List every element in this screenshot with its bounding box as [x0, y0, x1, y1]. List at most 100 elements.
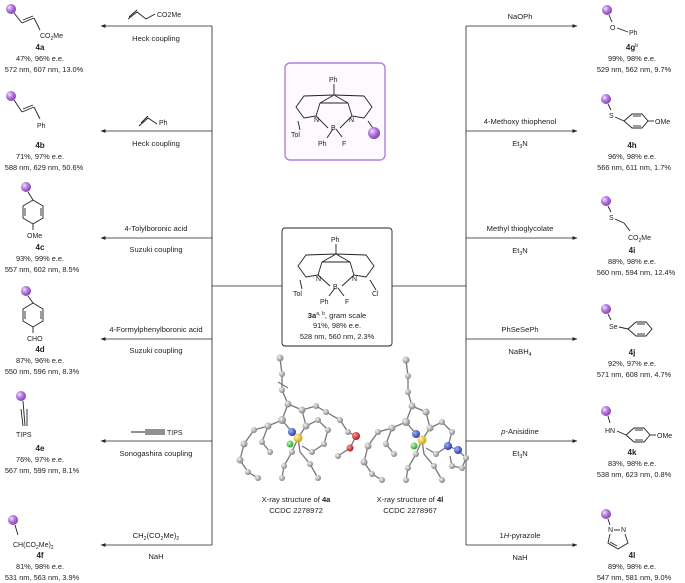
center-b-label: B [333, 284, 338, 291]
svg-text:S: S [609, 113, 614, 120]
compound-4a-yield: 47%, 96% e.e. [16, 54, 64, 63]
compound-4e-photo: 567 nm, 599 nm, 8.1% [5, 466, 80, 475]
core-ph2-label: Ph [318, 141, 327, 148]
compound-4l-photo: 547 nm, 581 nm, 9.0% [597, 573, 672, 582]
center-compound-label: 3aa, b, gram scale [308, 311, 366, 320]
product-4k-structure: HN OMe [601, 406, 672, 443]
product-4j-structure: Se [601, 304, 653, 337]
xray-4l-ccdc: CCDC 2278967 [383, 506, 437, 515]
core-f-label: F [342, 141, 346, 148]
compound-4f-photo: 531 nm, 563 nm, 3.9% [5, 573, 80, 582]
compound-4c-yield: 93%, 99% e.e. [16, 254, 64, 263]
r-group-ball-icon [8, 515, 18, 525]
right-condition-2: Et3N [512, 139, 528, 150]
right-reagent-1: NaOPh [508, 12, 533, 21]
center-n1-label: N [316, 276, 321, 283]
right-condition-5: Et3N [512, 449, 528, 460]
compound-4f-yield: 81%, 98% e.e. [16, 562, 64, 571]
svg-text:CO2Me: CO2Me [628, 235, 651, 244]
compound-4h-photo: 566 nm, 611 nm, 1.7% [597, 163, 671, 172]
compound-4i-label: 4i [629, 246, 636, 255]
compound-4k-photo: 538 nm, 623 nm, 0.8% [597, 470, 672, 479]
left-reagent-5: TIPS [167, 430, 183, 437]
svg-text:N: N [621, 527, 626, 534]
right-reagent-2: 4-Methoxy thiophenol [484, 117, 557, 126]
compound-4l-label: 4l [629, 551, 636, 560]
compound-4l-yield: 89%, 98% e.e. [608, 562, 656, 571]
xray-4a-caption: X-ray structure of 4a [262, 495, 332, 504]
svg-text:S: S [609, 215, 614, 222]
product-4h-structure: S OMe [601, 94, 670, 129]
right-products: O Ph 4gb 99%, 98% e.e. 529 nm, 562 nm, 9… [597, 5, 676, 582]
compound-4j-label: 4j [629, 348, 636, 357]
reactive-site-ball-icon [368, 127, 380, 139]
r-group-ball-icon [16, 391, 26, 401]
r-group-ball-icon [601, 509, 611, 519]
right-reagent-3: Methyl thioglycolate [487, 224, 554, 233]
compound-4h-label: 4h [627, 141, 636, 150]
left-reagent-6: CH2(CO2Me)2 [133, 531, 180, 542]
core-n1-label: N [314, 117, 319, 124]
product-4a-structure: CO2Me [6, 4, 63, 42]
styrene-reagent: Ph [138, 115, 168, 127]
compound-4d-label: 4d [35, 345, 44, 354]
left-condition-3: Suzuki coupling [129, 245, 182, 254]
svg-text:Ph: Ph [159, 120, 168, 127]
right-reagent-5: p-Anisidine [500, 427, 539, 436]
compound-4j-photo: 571 nm, 608 nm, 4.7% [597, 370, 672, 379]
product-4e-structure: TIPS [16, 391, 32, 439]
right-reaction-labels: NaOPh 4-Methoxy thiophenol Et3N Methyl t… [484, 12, 557, 562]
left-products: CO2Me 4a 47%, 96% e.e. 572 nm, 607 nm, 1… [5, 4, 84, 582]
center-yield: 91%, 98% e.e. [313, 321, 361, 330]
left-condition-1: Heck coupling [132, 34, 180, 43]
product-4g-structure: O Ph [602, 5, 638, 37]
compound-4g-label: 4gb [626, 43, 638, 52]
core-scaffold-box: Ph Tol N N B Ph F [284, 62, 386, 161]
svg-text:OMe: OMe [27, 233, 42, 240]
svg-text:CHO: CHO [27, 336, 43, 343]
left-reagent-3: 4-Tolylboronic acid [125, 224, 188, 233]
r-group-ball-icon [601, 406, 611, 416]
left-reagent-4: 4-Formylphenylboronic acid [109, 325, 202, 334]
product-4c-structure: OMe [21, 182, 44, 240]
compound-4k-yield: 83%, 98% e.e. [608, 459, 656, 468]
svg-text:O: O [610, 25, 616, 32]
core-tol-label: Tol [291, 132, 300, 139]
compound-4b-label: 4b [35, 141, 44, 150]
r-group-ball-icon [601, 304, 611, 314]
compound-4f-label: 4f [36, 551, 43, 560]
compound-4e-label: 4e [36, 444, 45, 453]
compound-4h-yield: 96%, 98% e.e. [608, 152, 656, 161]
compound-4c-photo: 557 nm, 602 nm, 8.5% [5, 265, 80, 274]
compound-4a-photo: 572 nm, 607 nm, 13.0% [5, 65, 84, 74]
center-tol-label: Tol [293, 291, 302, 298]
compound-4i-photo: 560 nm, 594 nm, 12.4% [597, 268, 676, 277]
compound-4g-photo: 529 nm, 562 nm, 9.7% [597, 65, 672, 74]
svg-text:N: N [608, 527, 613, 534]
compound-4j-yield: 92%, 97% e.e. [608, 359, 656, 368]
center-cl-label: Cl [372, 291, 379, 298]
svg-text:CO2Me: CO2Me [157, 12, 181, 19]
center-ph-label: Ph [331, 237, 340, 244]
left-condition-6: NaH [148, 552, 163, 561]
left-condition-5: Sonogashira coupling [119, 449, 192, 458]
compound-4b-photo: 588 nm, 629 nm, 50.6% [5, 163, 84, 172]
center-n2-label: N [352, 276, 357, 283]
right-condition-4: NaBH4 [508, 347, 531, 358]
core-n2-label: N [349, 117, 354, 124]
svg-text:OMe: OMe [655, 119, 670, 126]
left-condition-2: Heck coupling [132, 139, 180, 148]
compound-4b-yield: 71%, 97% e.e. [16, 152, 64, 161]
r-group-ball-icon [6, 91, 16, 101]
scheme-connectors [100, 24, 578, 547]
tips-acetylene-reagent: TIPS [131, 429, 183, 437]
core-ph-label: Ph [329, 77, 338, 84]
r-group-ball-icon [601, 196, 611, 206]
r-group-ball-icon [601, 94, 611, 104]
xray-4a-ccdc: CCDC 2278972 [269, 506, 323, 515]
compound-4c-label: 4c [36, 243, 45, 252]
center-photophysics: 528 nm, 560 nm, 2.3% [300, 332, 375, 341]
xray-4l-caption: X-ray structure of 4l [377, 495, 444, 504]
compound-4a-label: 4a [36, 43, 45, 52]
